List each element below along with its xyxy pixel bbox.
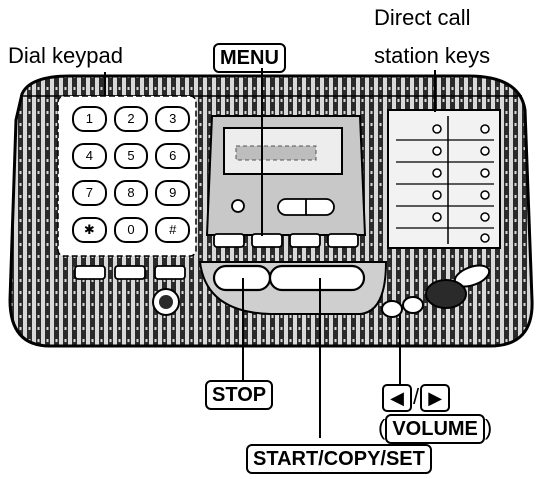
keypad-key: 2 (113, 106, 149, 132)
keypad-key: 4 (72, 143, 107, 169)
dial-keypad-label: Dial keypad (8, 43, 123, 68)
menu-button (251, 233, 283, 248)
menu-key-label: MENU (213, 43, 286, 73)
keypad-key: 0 (113, 217, 149, 243)
keypad-key: 5 (113, 143, 149, 169)
keypad-key: ✱ (72, 217, 107, 243)
direct-call-label-line2: station keys (374, 43, 491, 68)
keypad-key: 1 (72, 106, 107, 132)
start-copy-set-key-label: START/COPY/SET (246, 444, 432, 474)
keypad-area (57, 95, 197, 257)
keypad-row: ✱0# (72, 217, 191, 243)
keypad-key: 9 (155, 180, 191, 206)
left-arrow-key: ◀ (382, 384, 412, 412)
volume-key-label: VOLUME (385, 414, 485, 444)
volume-close-paren: ) (484, 415, 493, 440)
keypad-key: 3 (155, 106, 191, 132)
keypad-key: 6 (155, 143, 191, 169)
arrow-separator: / (413, 384, 420, 409)
volume-open-paren: ( (378, 415, 386, 440)
volume-up-button (402, 296, 424, 314)
volume-label: (VOLUME) (378, 414, 492, 444)
volume-down-button (381, 300, 403, 318)
station-keys-area (387, 109, 501, 249)
stop-key-label: STOP (205, 380, 274, 410)
volume-arrow-keys: ◀/▶ (382, 384, 451, 412)
start-copy-set-button (268, 264, 366, 292)
direct-call-label-line1: Direct call (374, 5, 471, 30)
keypad-key: 7 (72, 180, 107, 206)
keypad-key: # (155, 217, 191, 243)
keypad-key: 8 (113, 180, 149, 206)
right-arrow-key: ▶ (420, 384, 451, 412)
